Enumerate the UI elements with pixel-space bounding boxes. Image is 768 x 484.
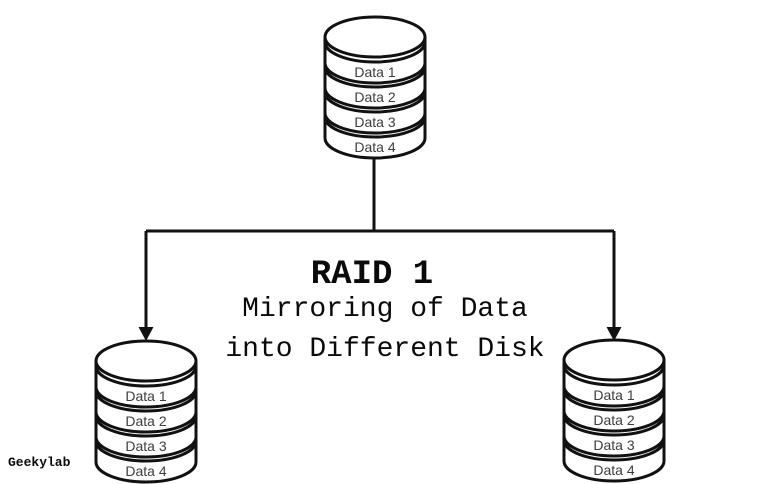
cylinder-divider-arc (94, 386, 198, 409)
source-disk: Data 1 Data 2 Data 3 Data 4 (323, 15, 427, 160)
cylinder-divider-arc (323, 62, 427, 85)
cylinder-divider-arc (94, 440, 198, 463)
disk-band-label: Data 4 (354, 139, 395, 155)
cylinder-body (323, 37, 427, 160)
disk-band-label: Data 2 (354, 89, 395, 105)
cylinder-divider-arc (323, 91, 427, 114)
diagram-subtitle-line-2: into Different Disk (225, 334, 544, 365)
cylinder-divider-arc (323, 87, 427, 110)
disk-band-label: Data 1 (125, 388, 166, 404)
disk-band-label: Data 4 (593, 462, 634, 478)
cylinder-body (94, 361, 198, 484)
cylinder-divider-arc (562, 435, 666, 458)
disk-band-label: Data 3 (593, 437, 634, 453)
cylinder-lid (94, 339, 198, 383)
cylinder-divider-arc (562, 439, 666, 462)
cylinder-lid (562, 338, 666, 382)
disk-band-label: Data 4 (125, 463, 166, 479)
cylinder-divider-arc (562, 385, 666, 408)
connector-lines (144, 157, 616, 330)
mirror-disk-left: Data 1 Data 2 Data 3 Data 4 (94, 339, 198, 484)
disk-band-label: Data 1 (593, 387, 634, 403)
cylinder-divider-arc (323, 41, 427, 64)
diagram-subtitle-line-1: Mirroring of Data (242, 294, 528, 325)
cylinder-divider-arc (323, 66, 427, 89)
cylinder-divider-arc (562, 389, 666, 412)
cylinder-divider-arc (323, 112, 427, 135)
disk-band-label: Data 1 (354, 64, 395, 80)
cylinder-divider-arc (94, 415, 198, 438)
disk-band-label: Data 3 (125, 438, 166, 454)
cylinder-divider-arc (562, 414, 666, 437)
cylinder-divider-arc (562, 364, 666, 387)
cylinder-divider-arc (94, 390, 198, 413)
cylinder-divider-arc (562, 410, 666, 433)
cylinder-divider-arc (94, 436, 198, 459)
mirror-disk-right: Data 1 Data 2 Data 3 Data 4 (562, 338, 666, 483)
down-arrow-left-icon (138, 327, 154, 341)
cylinder-divider-arc (323, 116, 427, 139)
diagram-title: RAID 1 (311, 256, 433, 294)
down-arrow-right-icon (606, 327, 622, 341)
cylinder-body (562, 360, 666, 483)
cylinder-divider-arc (94, 411, 198, 434)
disk-band-label: Data 2 (593, 412, 634, 428)
cylinder-lid (323, 15, 427, 59)
disk-band-label: Data 2 (125, 413, 166, 429)
disk-band-label: Data 3 (354, 114, 395, 130)
cylinder-divider-arc (94, 365, 198, 388)
watermark-text: Geekylab (8, 455, 71, 470)
